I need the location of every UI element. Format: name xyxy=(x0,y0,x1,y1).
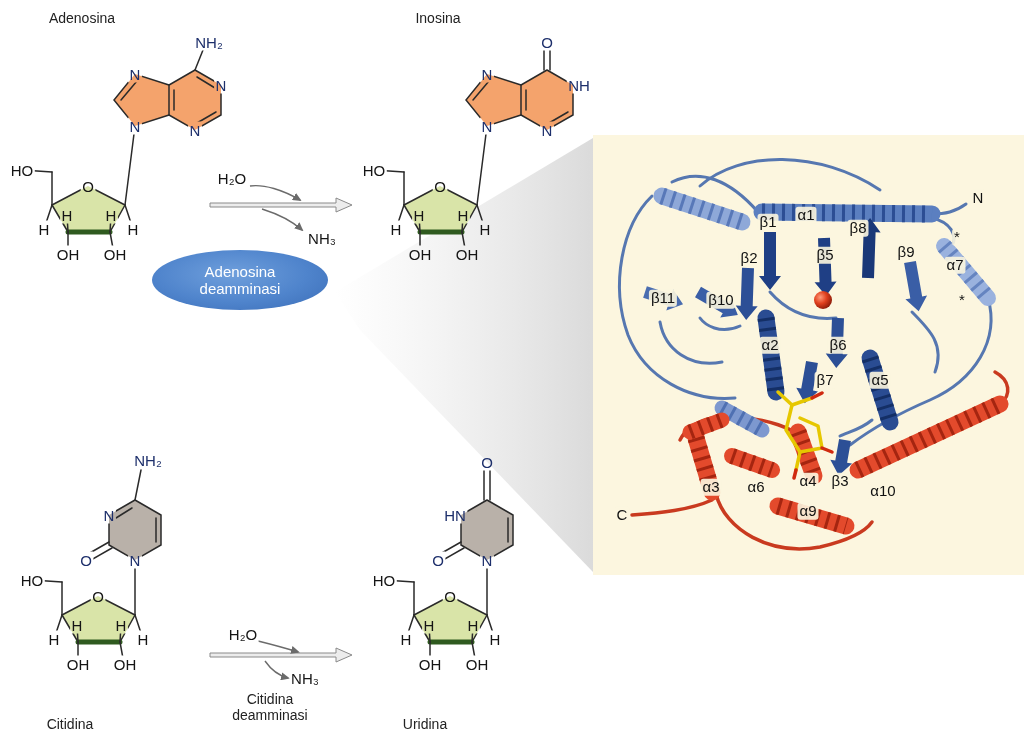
structure-label: N xyxy=(971,190,986,207)
atom-label: HO xyxy=(363,163,386,178)
atom-label: H xyxy=(138,632,149,647)
molecule-name: Uridina xyxy=(403,717,447,731)
structure-label: β7 xyxy=(815,372,836,389)
structure-label: * xyxy=(957,292,967,309)
atom-label: N xyxy=(542,123,553,138)
atom-label: O xyxy=(432,553,444,568)
atom-label: H xyxy=(480,222,491,237)
reagent-label: H₂O xyxy=(218,171,246,186)
atom-label: N xyxy=(482,119,493,134)
ring-fills xyxy=(52,70,573,642)
molecule-name: Adenosina xyxy=(49,11,115,25)
atom-label: O xyxy=(80,553,92,568)
atom-label: N xyxy=(130,119,141,134)
atom-label: OH xyxy=(57,247,80,262)
structure-label: β11 xyxy=(649,290,677,307)
enzyme-ellipse: Adenosina deamminasi xyxy=(152,250,328,310)
atom-label: N xyxy=(190,123,201,138)
enzyme-name: Adenosina deamminasi xyxy=(184,263,296,298)
atom-label: O xyxy=(82,179,94,194)
atom-label: H xyxy=(39,222,50,237)
atom-label: NH xyxy=(568,78,590,93)
structure-label: α3 xyxy=(700,479,721,496)
structure-label: β6 xyxy=(828,337,849,354)
molecule-name: Inosina xyxy=(415,11,460,25)
atom-label: H xyxy=(62,208,73,223)
structure-label: β2 xyxy=(739,250,760,267)
atom-label: HO xyxy=(21,573,44,588)
atom-label: H xyxy=(490,632,501,647)
atom-label: H xyxy=(458,208,469,223)
atom-label: HN xyxy=(444,508,466,523)
atom-label: H xyxy=(468,618,479,633)
reagent-label: NH₃ xyxy=(291,671,319,686)
atom-label: O xyxy=(434,179,446,194)
atom-label: N xyxy=(482,553,493,568)
atom-label: HO xyxy=(373,573,396,588)
structure-label: α4 xyxy=(797,473,818,490)
structure-label: β3 xyxy=(830,473,851,490)
atom-label: H xyxy=(116,618,127,633)
atom-label: OH xyxy=(456,247,479,262)
structure-label: β5 xyxy=(815,247,836,264)
atom-label: O xyxy=(541,35,553,50)
structure-label: * xyxy=(952,229,962,246)
structure-label: α9 xyxy=(797,503,818,520)
structure-label: β8 xyxy=(848,220,869,237)
structure-label: α5 xyxy=(869,372,890,389)
atom-label: O xyxy=(481,455,493,470)
protein-ribbon xyxy=(620,159,1008,548)
atom-label: N xyxy=(104,508,115,523)
structure-label: α10 xyxy=(868,483,897,500)
atom-label: OH xyxy=(67,657,90,672)
atom-label: N xyxy=(130,553,141,568)
atom-label: OH xyxy=(466,657,489,672)
structure-label: α1 xyxy=(795,207,816,224)
structure-label: C xyxy=(615,507,630,524)
molecule-name: Citidina xyxy=(47,717,94,731)
atom-label: NH₂ xyxy=(195,35,223,50)
structure-label: β1 xyxy=(758,214,779,231)
atom-label: OH xyxy=(419,657,442,672)
atom-label: HO xyxy=(11,163,34,178)
structure-label: β10 xyxy=(706,292,735,309)
atom-label: O xyxy=(444,589,456,604)
atom-label: H xyxy=(72,618,83,633)
atom-label: H xyxy=(401,632,412,647)
zoom-wedge xyxy=(335,138,593,572)
atom-label: H xyxy=(391,222,402,237)
structure-label: α6 xyxy=(745,479,766,496)
bonds xyxy=(22,48,573,678)
structure-label: α7 xyxy=(944,257,965,274)
atom-label: H xyxy=(106,208,117,223)
atom-label: N xyxy=(130,67,141,82)
atom-label: OH xyxy=(409,247,432,262)
atom-label: H xyxy=(128,222,139,237)
atom-label: H xyxy=(414,208,425,223)
structure-label: α2 xyxy=(759,337,780,354)
structure-label: β9 xyxy=(896,244,917,261)
enzyme-label: Citidina deamminasi xyxy=(224,691,316,723)
reagent-label: H₂O xyxy=(229,627,257,642)
atom-label: NH₂ xyxy=(134,453,162,468)
atom-label: OH xyxy=(104,247,127,262)
atom-label: OH xyxy=(114,657,137,672)
structure-panel xyxy=(593,135,1024,575)
atom-label: O xyxy=(92,589,104,604)
atom-label: N xyxy=(216,78,227,93)
atom-label: H xyxy=(49,632,60,647)
atom-label: H xyxy=(424,618,435,633)
reagent-label: NH₃ xyxy=(308,231,336,246)
atom-label: N xyxy=(482,67,493,82)
